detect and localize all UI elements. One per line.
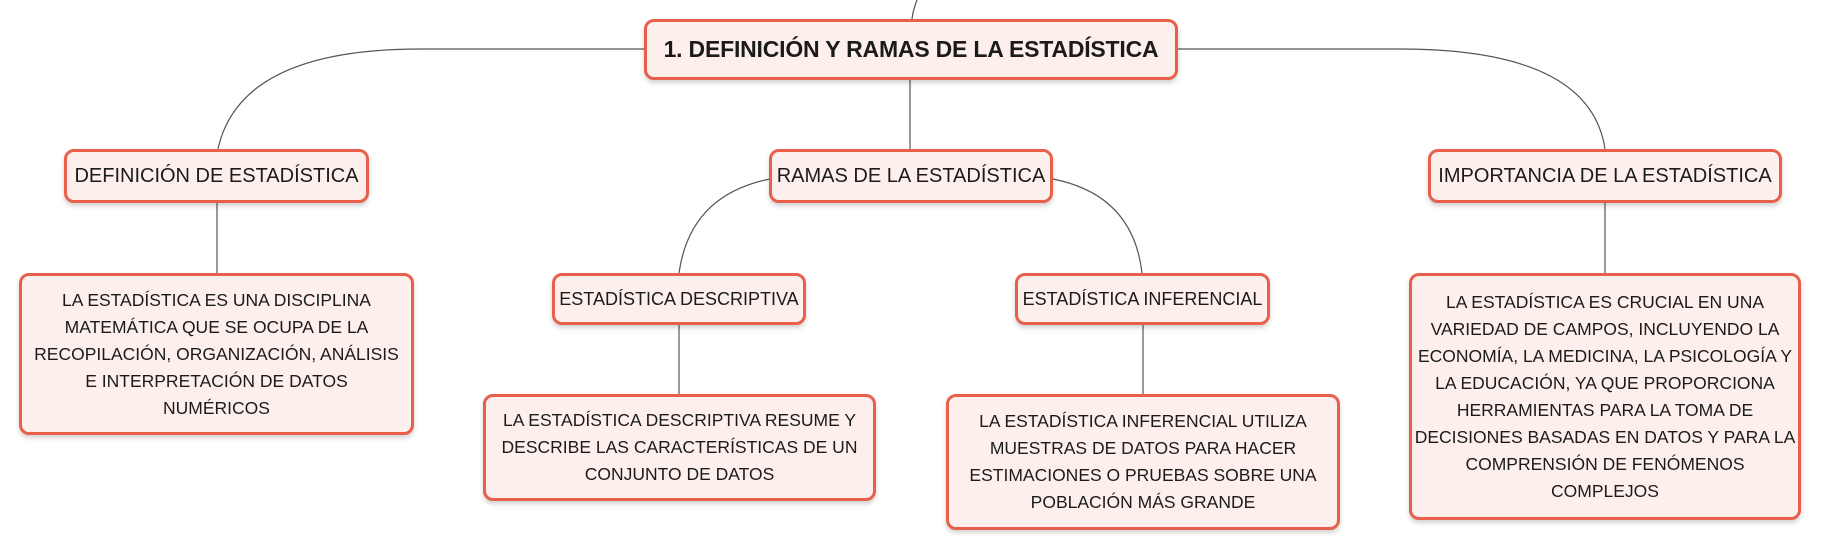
- connector-ramas-inferencial: [1052, 178, 1143, 274]
- connector-ramas-descriptiva: [678, 178, 771, 274]
- root-node-label: 1. DEFINICIÓN Y RAMAS DE LA ESTADÍSTICA: [663, 36, 1159, 62]
- node-descriptiva-label: ESTADÍSTICA DESCRIPTIVA: [559, 288, 799, 309]
- detail-importancia[interactable]: LA ESTADÍSTICA ES CRUCIAL EN UNA VARIEDA…: [1409, 273, 1801, 520]
- node-inferencial-label: ESTADÍSTICA INFERENCIAL: [1022, 288, 1263, 309]
- detail-definicion-text: LA ESTADÍSTICA ES UNA DISCIPLINA MATEMÁT…: [34, 289, 399, 418]
- node-definicion-label: DEFINICIÓN DE ESTADÍSTICA: [74, 164, 359, 187]
- node-importancia[interactable]: IMPORTANCIA DE LA ESTADÍSTICA: [1428, 149, 1782, 203]
- connector-parent-root: [911, 0, 918, 20]
- detail-inferencial[interactable]: LA ESTADÍSTICA INFERENCIAL UTILIZA MUEST…: [946, 394, 1340, 530]
- node-descriptiva[interactable]: ESTADÍSTICA DESCRIPTIVA: [552, 273, 806, 325]
- node-ramas[interactable]: RAMAS DE LA ESTADÍSTICA: [769, 149, 1053, 203]
- root-node[interactable]: 1. DEFINICIÓN Y RAMAS DE LA ESTADÍSTICA: [644, 19, 1178, 80]
- node-importancia-label: IMPORTANCIA DE LA ESTADÍSTICA: [1438, 164, 1772, 187]
- detail-descriptiva[interactable]: LA ESTADÍSTICA DESCRIPTIVA RESUME Y DESC…: [483, 394, 876, 501]
- node-inferencial[interactable]: ESTADÍSTICA INFERENCIAL: [1015, 273, 1270, 325]
- detail-definicion[interactable]: LA ESTADÍSTICA ES UNA DISCIPLINA MATEMÁT…: [19, 273, 414, 435]
- connector-root-importancia: [1178, 48, 1606, 150]
- detail-importancia-text: LA ESTADÍSTICA ES CRUCIAL EN UNA VARIEDA…: [1414, 291, 1796, 501]
- node-ramas-label: RAMAS DE LA ESTADÍSTICA: [776, 164, 1046, 187]
- detail-descriptiva-text: LA ESTADÍSTICA DESCRIPTIVA RESUME Y DESC…: [501, 410, 858, 484]
- connector-root-definicion: [217, 48, 644, 150]
- node-definicion[interactable]: DEFINICIÓN DE ESTADÍSTICA: [64, 149, 369, 203]
- detail-inferencial-text: LA ESTADÍSTICA INFERENCIAL UTILIZA MUEST…: [969, 411, 1317, 512]
